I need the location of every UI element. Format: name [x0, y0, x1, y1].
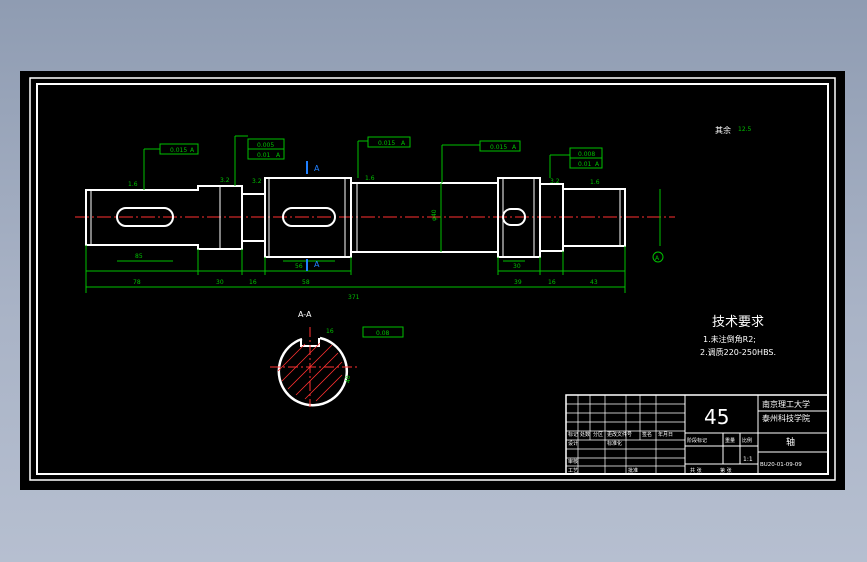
tol-parallel-2: 0.008 — [578, 151, 595, 158]
tb-zone: 分区 — [593, 431, 603, 438]
tb-sheet-of: 第 张 — [720, 467, 732, 474]
keyway-left — [116, 207, 174, 227]
tech-req-item-1: 1.未注倒角R2; — [703, 334, 756, 344]
keyway-right — [502, 208, 526, 226]
tb-sheets: 共 张 — [690, 467, 702, 474]
shaft-steps — [90, 178, 621, 257]
roughness-2: 3.2 — [220, 177, 230, 184]
tb-approve: 批准 — [628, 467, 638, 474]
tol-symmetry: 0.08 — [376, 330, 390, 337]
tb-scale-label: 比例 — [742, 437, 752, 444]
tb-weight: 重量 — [725, 437, 735, 444]
tol-runout-2-ref: A — [276, 152, 281, 159]
section-mark-bottom: A — [314, 260, 320, 269]
tol-runout-5-ref: A — [595, 161, 600, 168]
dim-16-right: 16 — [548, 279, 556, 286]
tol-runout-1-ref: A — [190, 147, 195, 154]
tb-college: 泰州科技学院 — [762, 413, 810, 423]
dim-39: 39 — [514, 279, 522, 286]
dim-keyway-mid: 56 — [295, 263, 303, 270]
tb-design: 设计 — [568, 440, 578, 447]
tb-sign: 签名 — [642, 431, 652, 438]
dim-shaft-diameter: φ40 — [431, 209, 438, 221]
outer-frame — [29, 77, 836, 481]
section-mark-top: A — [314, 164, 320, 173]
dim-overall: 371 — [348, 294, 360, 301]
section-depth-dim: 40 — [345, 375, 352, 383]
tb-stage: 阶段标记 — [687, 437, 707, 444]
tb-change: 更改文件号 — [607, 431, 632, 438]
tech-req-item-2: 2.调质220-250HBS. — [700, 347, 776, 357]
tb-check: 审核 — [568, 458, 578, 465]
datum-symbol — [652, 251, 664, 263]
shaft-outline — [85, 177, 626, 258]
roughness-1: 1.6 — [128, 181, 138, 188]
tb-material: 45 — [704, 405, 729, 429]
dim-43: 43 — [590, 279, 598, 286]
roughness-4: 1.6 — [365, 175, 375, 182]
title-block — [565, 394, 829, 475]
tb-part-name: 轴 — [786, 436, 795, 448]
keyway-middle — [282, 207, 336, 227]
dim-58: 58 — [302, 279, 310, 286]
section-keyway-dim: 16 — [326, 328, 334, 335]
dim-16-left: 16 — [249, 279, 257, 286]
inner-frame — [36, 83, 829, 475]
tb-scale: 1:1 — [743, 456, 753, 463]
roughness-6: 1.6 — [590, 179, 600, 186]
tol-runout-4-ref: A — [512, 144, 517, 151]
dim-78: 78 — [133, 279, 141, 286]
roughness-3: 3.2 — [252, 178, 262, 185]
tolerance-frames — [159, 136, 603, 338]
roughness-note: 其余 — [715, 125, 731, 135]
tb-standard: 标准化 — [607, 440, 622, 447]
tol-runout-5: 0.01 — [578, 161, 592, 168]
dim-30: 30 — [216, 279, 224, 286]
tol-runout-1: 0.015 — [170, 147, 187, 154]
tech-req-heading: 技术要求 — [712, 315, 764, 330]
drawing-canvas: A A 85 78 30 16 56 58 30 39 16 43 371 φ4… — [29, 77, 836, 481]
tb-drawing-number: BU20-01-09-09 — [760, 462, 802, 468]
tb-date: 年月日 — [658, 431, 673, 438]
tb-university: 南京理工大学 — [762, 399, 810, 409]
section-title: A-A — [298, 310, 312, 319]
tb-count: 处数 — [580, 431, 590, 438]
tol-runout-3-ref: A — [401, 140, 406, 147]
tb-mark: 标记 — [568, 431, 578, 438]
keyways — [116, 207, 526, 227]
tol-runout-3: 0.015 — [378, 140, 395, 147]
cad-drawing-sheet: A A 85 78 30 16 56 58 30 39 16 43 371 φ4… — [20, 71, 845, 490]
section-view — [270, 327, 360, 407]
dim-keyway-left: 85 — [135, 253, 143, 260]
tb-process: 工艺 — [568, 468, 578, 474]
dim-keyway-right: 30 — [513, 263, 521, 270]
tol-parallel-1: 0.005 — [257, 142, 274, 149]
roughness-note-value: 12.5 — [738, 126, 752, 133]
roughness-5: 3.2 — [550, 178, 560, 185]
tol-runout-2: 0.01 — [257, 152, 271, 159]
datum-label: A — [655, 255, 660, 262]
tol-runout-4: 0.015 — [490, 144, 507, 151]
